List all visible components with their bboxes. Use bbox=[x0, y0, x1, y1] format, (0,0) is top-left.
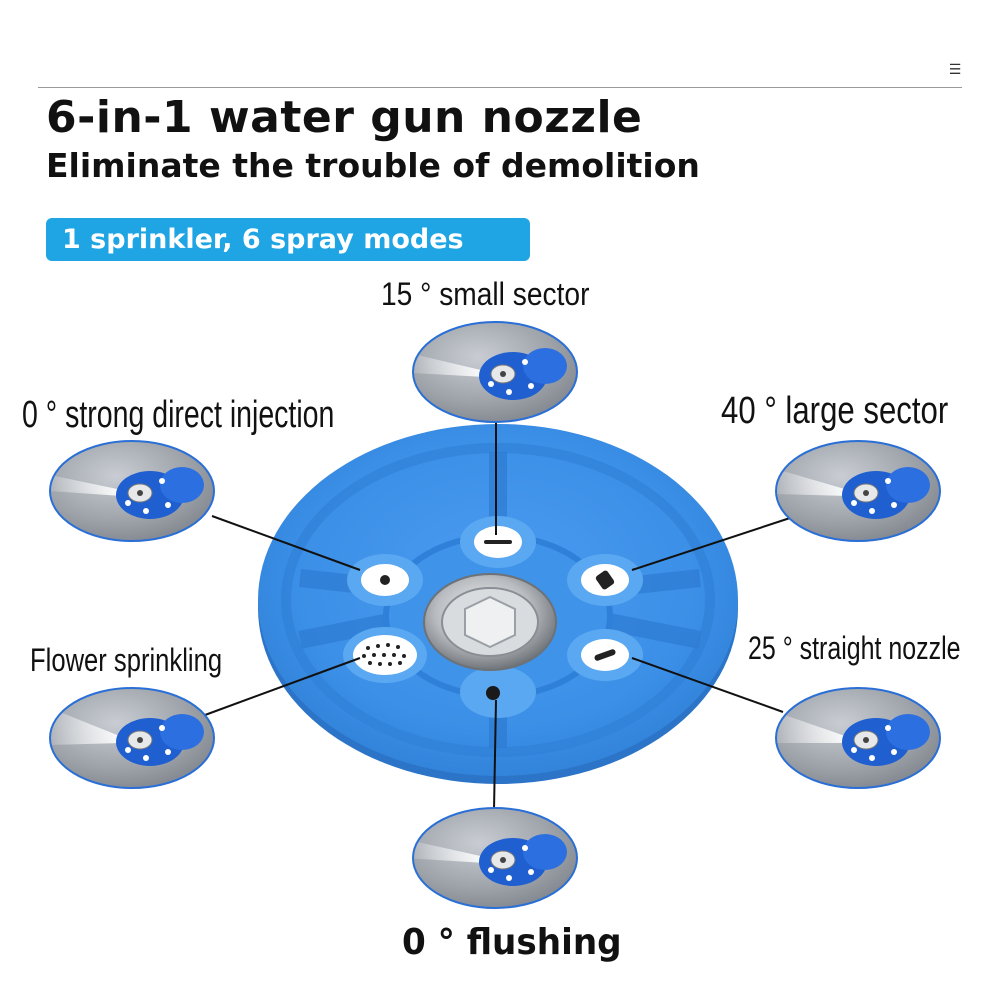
photo-large-sector bbox=[775, 440, 941, 542]
mode-label-large-sector: 40 ° large sector bbox=[721, 390, 949, 432]
photo-flushing bbox=[412, 807, 578, 909]
page-subtitle: Eliminate the trouble of demolition bbox=[46, 146, 700, 185]
mode-label-straight: 25 ° straight nozzle bbox=[748, 630, 961, 666]
photo-flower bbox=[49, 687, 215, 789]
mode-label-small-sector: 15 ° small sector bbox=[381, 276, 590, 312]
header-divider bbox=[38, 87, 962, 88]
photo-straight bbox=[775, 687, 941, 789]
nozzle-hole-lower-right bbox=[567, 629, 643, 681]
hamburger-menu-icon[interactable]: ☰ bbox=[948, 62, 962, 78]
nozzle-hole-lower-left bbox=[343, 627, 427, 683]
nozzle-hole-bottom bbox=[460, 666, 536, 718]
nozzle-disc bbox=[258, 424, 738, 784]
nozzle-hole-top bbox=[460, 516, 536, 568]
nozzle-hole-upper-left bbox=[347, 554, 423, 606]
page-title: 6-in-1 water gun nozzle bbox=[46, 92, 643, 143]
photo-strong-direct bbox=[49, 440, 215, 542]
mode-label-flushing: 0 ° flushing bbox=[402, 922, 622, 963]
mode-label-strong-direct: 0 ° strong direct injection bbox=[22, 394, 335, 436]
nozzle-hole-upper-right bbox=[567, 554, 643, 606]
photo-small-sector bbox=[412, 321, 578, 423]
hex-nut-icon bbox=[423, 573, 557, 671]
connector-lines bbox=[204, 420, 791, 811]
mode-label-flower: Flower sprinkling bbox=[30, 642, 223, 678]
modes-badge: 1 sprinkler, 6 spray modes bbox=[46, 218, 530, 261]
